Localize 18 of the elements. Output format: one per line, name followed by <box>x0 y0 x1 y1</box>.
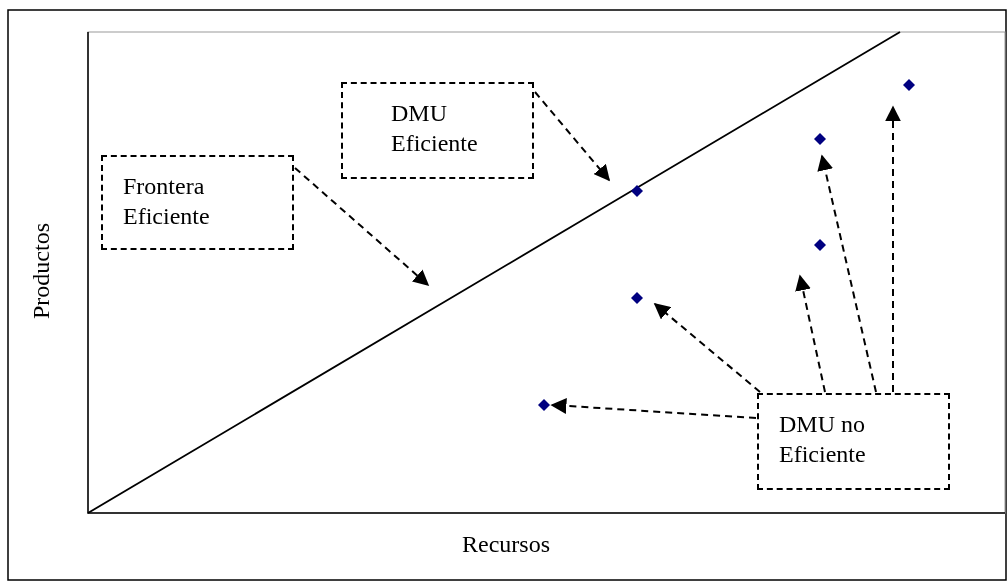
data-point-marker <box>814 133 826 145</box>
arrow <box>534 91 611 182</box>
callout-box: DMU no Eficiente <box>757 393 950 490</box>
data-point-marker <box>814 239 826 251</box>
arrow <box>795 274 826 393</box>
callout-box: Frontera Eficiente <box>101 155 294 250</box>
axis-title: Productos <box>28 223 55 319</box>
callout-box: DMU Eficiente <box>341 82 534 179</box>
arrow <box>550 397 757 419</box>
data-point-marker <box>903 79 915 91</box>
arrow <box>817 154 877 393</box>
axis-title: Recursos <box>462 531 550 558</box>
arrow <box>885 105 901 393</box>
data-point-marker <box>631 292 643 304</box>
data-point-marker <box>631 185 643 197</box>
arrow <box>653 302 761 393</box>
data-point-marker <box>538 399 550 411</box>
arrow <box>294 167 430 287</box>
